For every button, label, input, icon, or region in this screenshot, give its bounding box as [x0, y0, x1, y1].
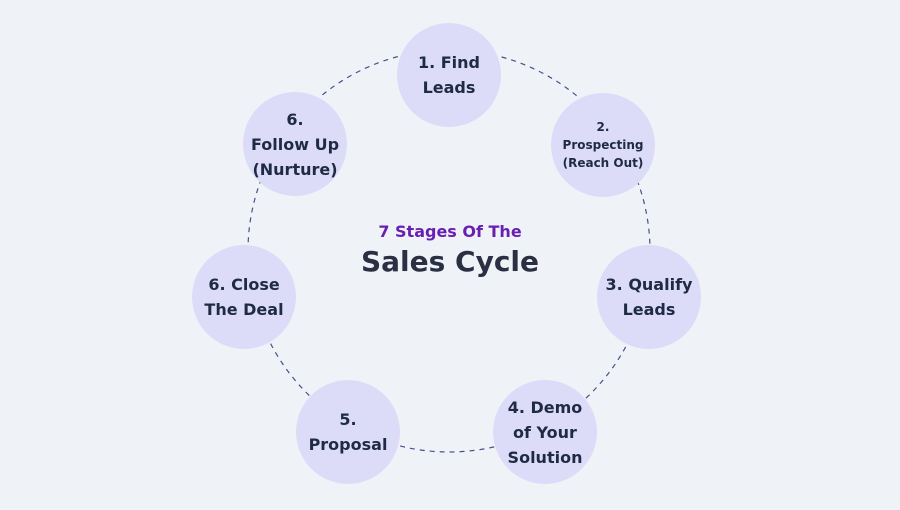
stage-5-proposal: 5. Proposal — [296, 380, 400, 484]
stage-1-line-2: Leads — [422, 78, 476, 97]
stage-1-line-1: 1. Find — [417, 53, 481, 72]
stage-4-line-3: Solution — [507, 447, 583, 467]
stage-6-line-2: The Deal — [204, 300, 284, 319]
diagram-subtitle: 7 Stages Of The — [378, 222, 522, 241]
stage-2-line-2: Prospecting — [562, 138, 644, 152]
stage-1-find-leads: 1. Find Leads — [397, 23, 501, 127]
stage-4-line-2: of Your — [513, 422, 577, 442]
stage-7-follow-up: 6. Follow Up (Nurture) — [243, 92, 347, 196]
stage-7-line-3: (Nurture) — [252, 159, 338, 179]
stage-5-line-1: 5. — [339, 410, 357, 429]
stage-2-line-3: (Reach Out) — [562, 156, 644, 170]
stage-5-line-2: Proposal — [308, 435, 388, 454]
stage-6-line-1: 6. Close — [208, 275, 280, 294]
stage-4-demo: 4. Demo of Your Solution — [493, 380, 597, 484]
stage-6-close-deal: 6. Close The Deal — [192, 245, 296, 349]
center-heading: 7 Stages Of The Sales Cycle — [300, 220, 600, 280]
stage-3-line-1: 3. Qualify — [605, 275, 693, 294]
stage-2-prospecting: 2. Prospecting (Reach Out) — [551, 93, 655, 197]
stage-7-line-1: 6. — [286, 109, 304, 129]
stage-4-line-1: 4. Demo — [507, 397, 583, 417]
stage-3-qualify-leads: 3. Qualify Leads — [597, 245, 701, 349]
stage-2-line-1: 2. — [596, 120, 610, 134]
stage-3-line-2: Leads — [622, 300, 676, 319]
stage-7-line-2: Follow Up — [250, 134, 340, 154]
diagram-title: Sales Cycle — [360, 245, 540, 278]
